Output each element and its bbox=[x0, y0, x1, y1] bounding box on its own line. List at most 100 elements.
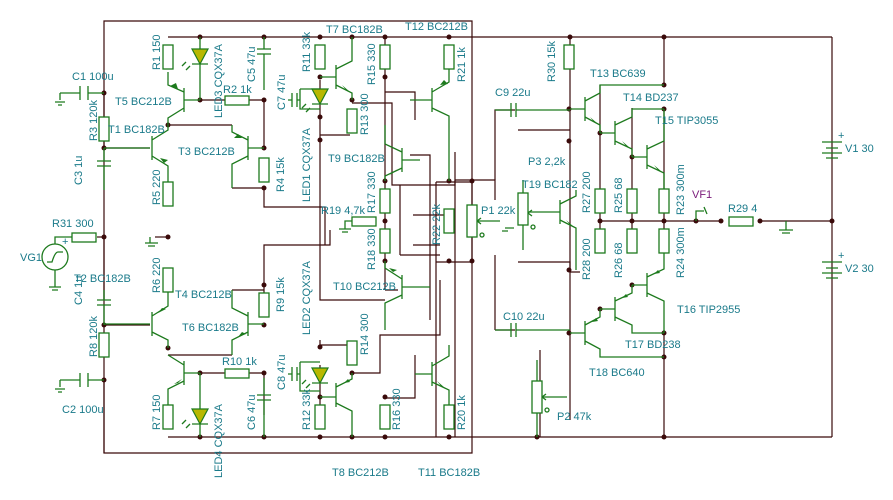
resistor-r6[interactable] bbox=[162, 267, 174, 293]
resistor-r8[interactable] bbox=[98, 332, 110, 358]
label-t9: T9 BC182B bbox=[328, 153, 385, 165]
resistor-r12[interactable] bbox=[314, 404, 326, 430]
transistor-t16 bbox=[632, 253, 665, 333]
label-r3: R3 120k bbox=[88, 100, 100, 141]
resistor-r22[interactable] bbox=[443, 208, 455, 234]
label-t15: T15 TIP3055 bbox=[655, 115, 718, 127]
resistor-r23[interactable] bbox=[658, 188, 670, 214]
label-t1: T1 BC182B bbox=[108, 124, 165, 136]
label-c4: C4 1u bbox=[73, 276, 85, 305]
resistor-r30[interactable] bbox=[563, 44, 575, 70]
label-r21: R21 1k bbox=[456, 47, 468, 82]
resistor-r2[interactable] bbox=[224, 95, 250, 106]
potentiometer-p1[interactable] bbox=[466, 204, 478, 238]
resistor-r14[interactable] bbox=[346, 340, 358, 366]
battery-v2-icon bbox=[822, 261, 842, 279]
label-t10: T10 BC212B bbox=[333, 281, 396, 293]
ground-icon-3 bbox=[502, 227, 514, 232]
p3-wiper-icon bbox=[522, 180, 533, 250]
transistor-t10 bbox=[384, 261, 430, 330]
label-r31: R31 300 bbox=[52, 218, 94, 230]
label-r20: R20 1k bbox=[456, 395, 468, 430]
label-t14: T14 BD237 bbox=[623, 92, 679, 104]
led3[interactable] bbox=[181, 37, 209, 100]
labels: C1 100u C2 100u T5 BC212B T1 BC182B T3 B… bbox=[20, 21, 874, 479]
label-c8: C8 47u bbox=[276, 355, 288, 390]
resistor-r7[interactable] bbox=[162, 404, 174, 430]
transistor-t8 bbox=[320, 373, 353, 437]
resistor-r21[interactable] bbox=[443, 44, 455, 70]
label-t16: T16 TIP2955 bbox=[677, 304, 740, 316]
resistor-r26[interactable] bbox=[626, 228, 638, 254]
transistor-t9 bbox=[384, 125, 420, 181]
wires bbox=[97, 20, 833, 454]
resistor-r10[interactable] bbox=[224, 368, 250, 379]
led1[interactable] bbox=[299, 88, 329, 113]
label-t4: T4 BC212B bbox=[175, 289, 232, 301]
label-r14: R14 300 bbox=[359, 313, 371, 355]
label-r23: R23 300m bbox=[675, 164, 687, 215]
capacitor-c6 bbox=[257, 378, 271, 437]
resistor-r3[interactable] bbox=[98, 116, 110, 142]
label-r7: R7 150 bbox=[151, 395, 163, 430]
resistor-r9[interactable] bbox=[258, 292, 270, 318]
label-led3: LED3 CQX37A bbox=[213, 43, 225, 118]
p2-wiper-icon bbox=[536, 360, 567, 437]
capacitor-c9 bbox=[495, 103, 570, 117]
resistor-r28[interactable] bbox=[594, 228, 606, 254]
label-p2: P2 47k bbox=[557, 411, 592, 423]
led4[interactable] bbox=[181, 373, 209, 437]
label-r19: R19 4,7k bbox=[321, 205, 366, 217]
transistor-t12 bbox=[410, 69, 450, 181]
transistor-t7 bbox=[320, 37, 353, 100]
resistor-r27[interactable] bbox=[594, 188, 606, 214]
transistor-t15 bbox=[632, 109, 665, 189]
potentiometer-p2[interactable] bbox=[531, 380, 543, 414]
label-r28: R28 200 bbox=[581, 238, 593, 280]
label-vg1-plus: + bbox=[62, 236, 68, 248]
label-r8: R8 120k bbox=[88, 316, 100, 357]
label-r5: R5 220 bbox=[151, 170, 163, 205]
resistor-r29[interactable] bbox=[728, 216, 754, 227]
resistor-r15[interactable] bbox=[379, 44, 391, 70]
label-v2: V2 30 bbox=[845, 263, 874, 275]
resistor-r16[interactable] bbox=[379, 404, 391, 430]
resistor-r20[interactable] bbox=[443, 404, 455, 430]
ground-icon-4 bbox=[779, 221, 793, 234]
resistor-r13[interactable] bbox=[346, 108, 358, 134]
resistor-r1[interactable] bbox=[162, 44, 174, 70]
misc-symbols bbox=[41, 141, 842, 437]
led2[interactable] bbox=[299, 361, 329, 392]
resistor-r11[interactable] bbox=[314, 44, 326, 70]
p1-wiper-icon bbox=[476, 217, 500, 225]
resistor-r31[interactable] bbox=[71, 232, 97, 243]
resistor-r25[interactable] bbox=[626, 188, 638, 214]
resistor-r4[interactable] bbox=[258, 157, 270, 183]
label-r26: R26 68 bbox=[613, 243, 625, 278]
label-r1: R1 150 bbox=[151, 35, 163, 70]
label-p1: P1 22k bbox=[481, 205, 516, 217]
label-r10: R10 1k bbox=[222, 356, 257, 368]
label-v2-plus: + bbox=[838, 250, 844, 262]
resistor-r19[interactable] bbox=[351, 216, 377, 227]
label-r29: R29 4 bbox=[728, 203, 757, 215]
transistor-t6 bbox=[231, 290, 264, 355]
potentiometer-p3[interactable] bbox=[517, 192, 529, 226]
label-c10: C10 22u bbox=[503, 311, 545, 323]
label-c5: C5 47u bbox=[246, 47, 258, 82]
transistor-t17 bbox=[600, 285, 664, 334]
label-c3: C3 1u bbox=[73, 156, 85, 185]
label-r12: R12 33k bbox=[301, 389, 313, 430]
resistor-r17[interactable] bbox=[379, 188, 391, 214]
label-r9: R9 15k bbox=[275, 277, 287, 312]
resistor-r24[interactable] bbox=[658, 228, 670, 254]
leds bbox=[181, 37, 329, 437]
label-r13: R13 300 bbox=[359, 93, 371, 135]
ground-icon-1 bbox=[145, 237, 158, 247]
label-c2: C2 100u bbox=[62, 404, 104, 416]
resistor-r5[interactable] bbox=[162, 181, 174, 207]
capacitors bbox=[55, 37, 570, 437]
label-led4: LED4 CQX37A bbox=[213, 403, 225, 478]
resistor-r18[interactable] bbox=[379, 228, 391, 254]
transistor-t5 bbox=[167, 72, 200, 125]
